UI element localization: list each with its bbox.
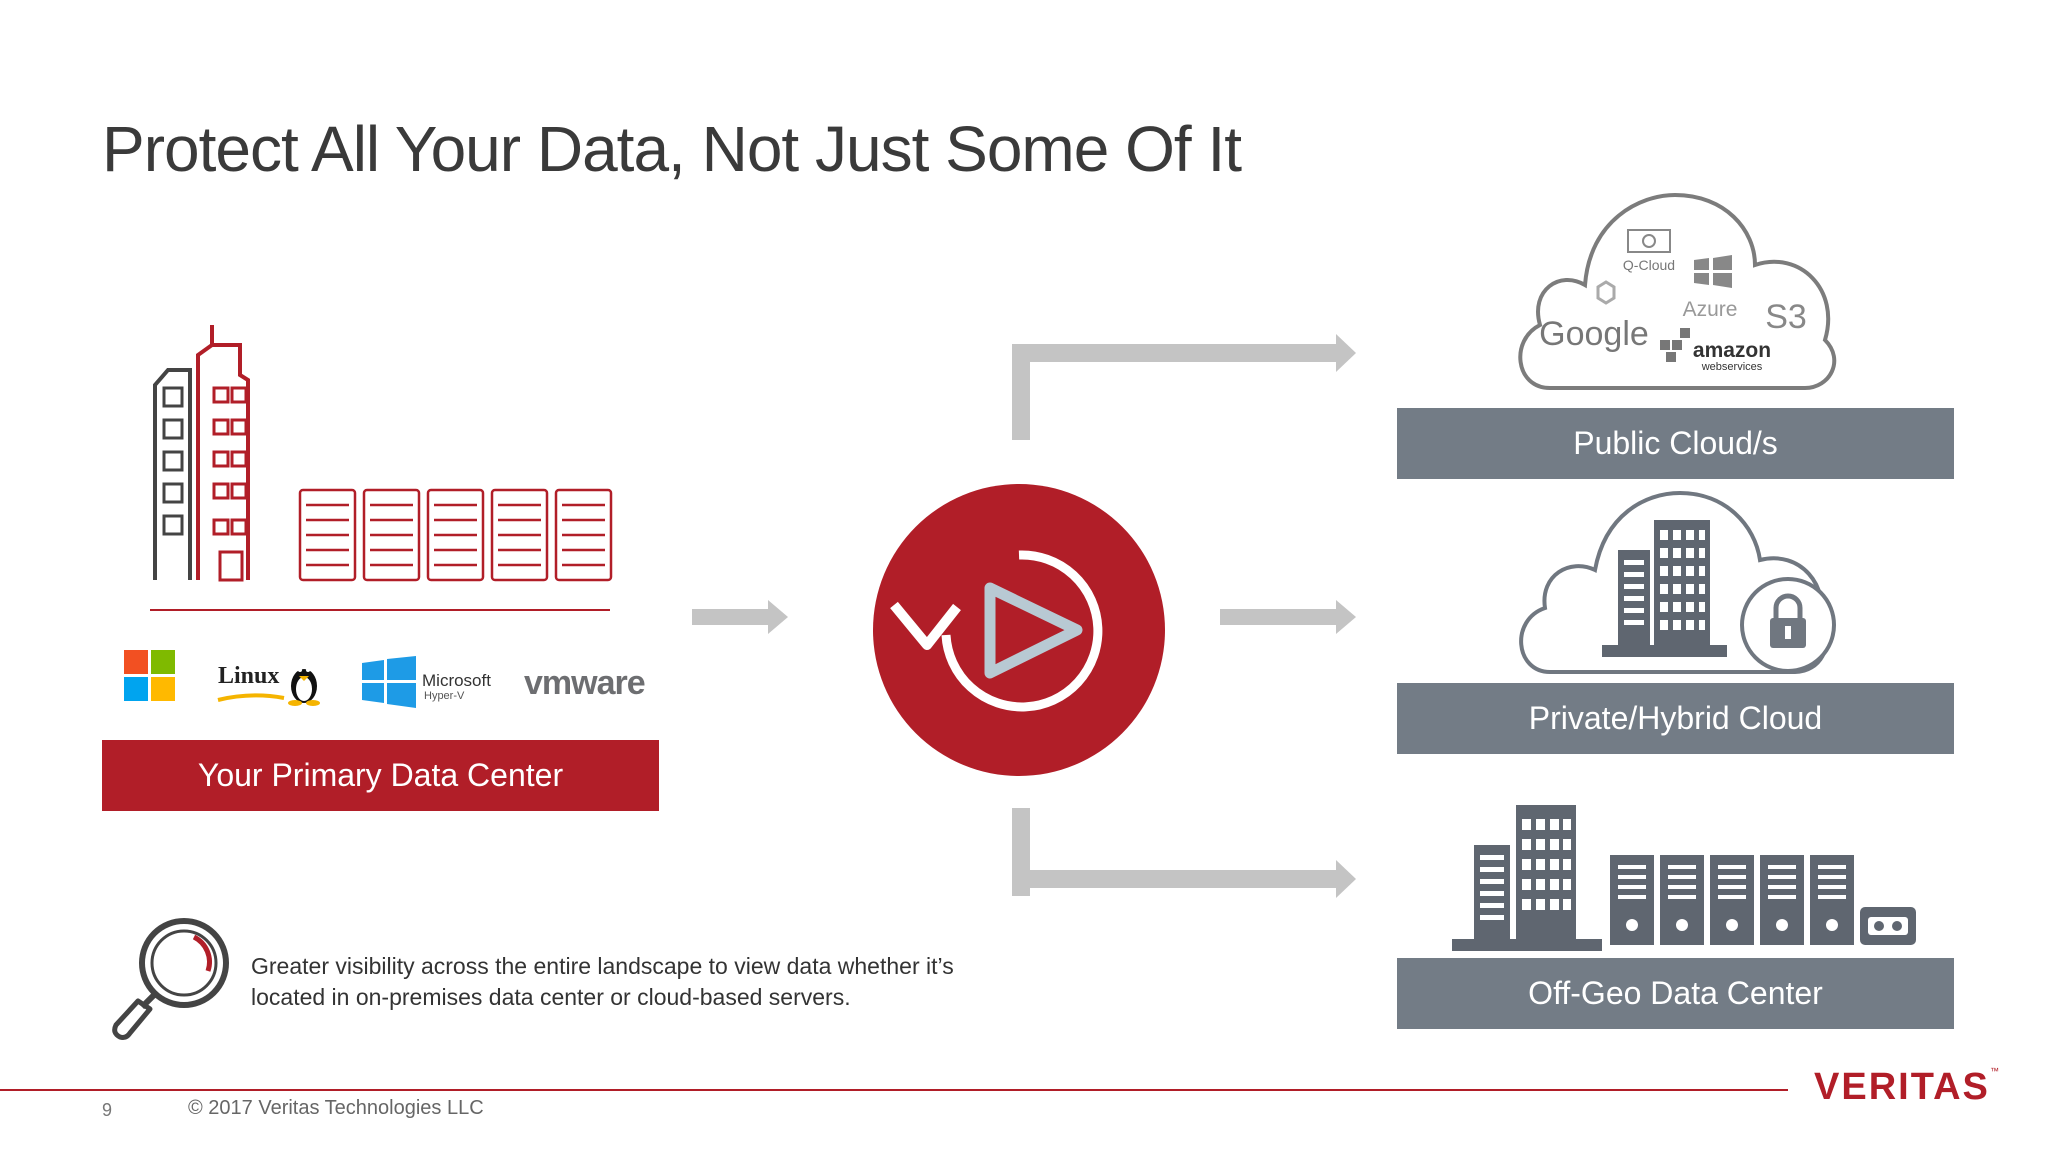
azure-label: Azure [1683,298,1738,321]
veritas-logo-tm: ™ [1990,1066,1999,1076]
arrow-to-private-cloud [1220,600,1356,634]
vmware-label: vmware [524,664,645,703]
public-cloud-label: Public Cloud/s [1397,408,1954,479]
server-rack-icon [300,490,355,580]
tux-icon [284,658,324,706]
footer-divider [0,1089,1788,1091]
slide-title: Protect All Your Data, Not Just Some Of … [102,112,1241,186]
webservices-label: webservices [1701,361,1763,373]
arrow-to-offgeo-datacenter [1012,808,1356,898]
server-rack-icon [364,490,419,580]
copyright-text: © 2017 Veritas Technologies LLC [188,1097,484,1120]
magnifier-icon [108,915,234,1045]
public-cloud-icon: Q-Cloud Azure S3 Google amazon webservic… [1510,190,1840,390]
primary-datacenter-label: Your Primary Data Center [102,740,659,811]
linux-swoosh [216,690,286,704]
microsoft-windows-flag-icon [362,656,416,708]
arrow-to-public-cloud [1012,334,1356,440]
red-building-icon [198,325,248,580]
linux-label: Linux [218,663,279,690]
hyperv-label: Hyper-V [424,690,464,702]
amazon-label: amazon [1693,339,1771,362]
private-cloud-label: Private/Hybrid Cloud [1397,683,1954,754]
arrow-to-center [692,600,788,634]
windows-logo-icon [124,650,176,702]
google-label: Google [1539,315,1649,353]
grey-building-icon [155,370,190,580]
description-text: Greater visibility across the entire lan… [251,951,1011,1013]
primary-datacenter-illustration [140,320,640,620]
description-line-2: located in on-premises data center or cl… [251,982,1011,1013]
description-line-1: Greater visibility across the entire lan… [251,951,1011,982]
server-rack-icon [428,490,483,580]
page-number: 9 [102,1100,112,1121]
veritas-logo: VERITAS [1814,1066,1990,1109]
restore-play-icon [872,483,1166,777]
server-racks [300,490,611,580]
tape-drive-icon [1860,907,1916,945]
offgeo-datacenter-icon [1450,805,1920,953]
s3-label: S3 [1765,298,1807,336]
microsoft-label: Microsoft [422,672,491,689]
server-rack-icon [556,490,611,580]
lock-icon [1742,579,1834,671]
offgeo-datacenter-label: Off-Geo Data Center [1397,958,1954,1029]
private-cloud-icon [1510,490,1850,680]
server-rack-icon [492,490,547,580]
qcloud-label: Q-Cloud [1623,257,1675,273]
